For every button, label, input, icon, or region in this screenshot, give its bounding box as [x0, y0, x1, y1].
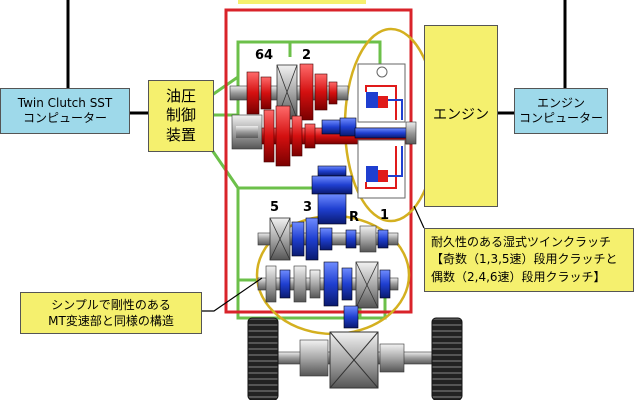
mt-note-line2: MT変速部と同様の構造	[48, 314, 174, 328]
engine-label: エンジン	[433, 107, 489, 124]
hydraulic-lines	[210, 40, 387, 320]
gear-label-5: 5	[270, 200, 280, 215]
lower-odd-gear-shaft	[257, 217, 399, 309]
hydraulic-control-line3: 装置	[165, 125, 196, 144]
hydraulic-control-box: 油圧 制御 装置	[148, 80, 214, 152]
upper-even-gear-shaft	[229, 63, 349, 121]
engine-computer-box: エンジン コンピューター	[514, 88, 608, 134]
output-shaft	[343, 305, 359, 329]
clutch-note-box: 耐久性のある湿式ツインクラッチ 【奇数（1,3,5速）段用クラッチと 偶数（2,…	[424, 228, 634, 292]
clutch-note-line2: 【奇数（1,3,5速）段用クラッチと	[431, 252, 618, 267]
clutch-note-line3: 偶数（2,4,6速）段用クラッチ】	[431, 269, 606, 284]
gear-label-64: 64	[255, 48, 274, 63]
engine-box: エンジン	[424, 25, 498, 207]
clutch-note-line1: 耐久性のある湿式ツインクラッチ	[431, 234, 612, 249]
mt-note-box: シンプルで剛性のある MT変速部と同様の構造	[20, 292, 202, 334]
top-yellow-sliver	[238, 0, 366, 4]
gear-label-2: 2	[302, 48, 312, 63]
transfer-gear	[311, 165, 353, 225]
tire-icon	[247, 317, 279, 400]
mt-callout-line	[200, 277, 263, 312]
tire-icon	[431, 317, 463, 400]
twin-clutch-computer-line1: Twin Clutch SST	[17, 96, 113, 110]
engine-computer-line1: エンジン	[536, 96, 585, 110]
engine-computer-line2: コンピューター	[518, 111, 603, 125]
hydraulic-control-line2: 制御	[165, 106, 196, 125]
rear-axle	[247, 317, 463, 400]
gear-label-3: 3	[303, 200, 313, 215]
twin-clutch	[357, 63, 406, 199]
twin-clutch-computer-box: Twin Clutch SST コンピューター	[0, 88, 130, 134]
twin-clutch-computer-line2: コンピューター	[22, 111, 107, 125]
hydraulic-control-line1: 油圧	[165, 86, 196, 105]
gear-label-1: 1	[380, 208, 390, 223]
gear-label-R: R	[349, 210, 360, 225]
mt-note-line1: シンプルで剛性のある	[51, 297, 171, 312]
transmission-housing	[224, 8, 413, 314]
clutch-callout-line	[413, 205, 425, 229]
